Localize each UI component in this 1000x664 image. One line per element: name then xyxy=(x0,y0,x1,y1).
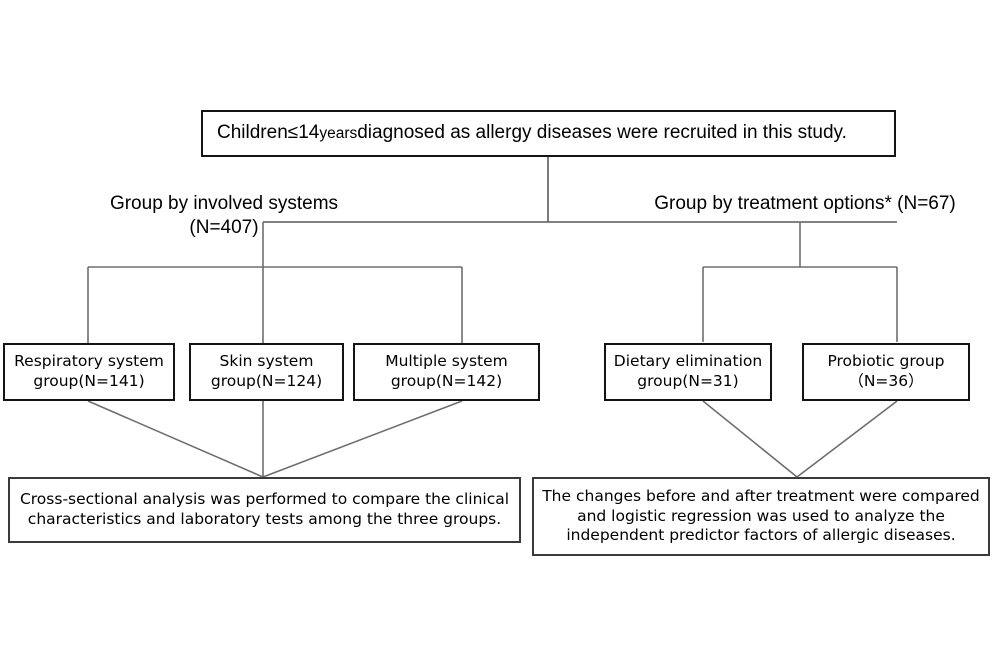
funnel-right-a xyxy=(702,400,798,478)
group-box-probiotic: Probiotic group （N=36） xyxy=(802,343,970,401)
top-box-age: ≤14 xyxy=(287,122,320,144)
group-box-dietary-elimination: Dietary elimination group(N=31) xyxy=(604,343,772,401)
top-box-years: years xyxy=(319,124,358,142)
funnel-left-c xyxy=(262,400,463,478)
funnel-right-b xyxy=(796,400,898,478)
left-branch-label: Group by involved systems (N=407) xyxy=(109,193,339,238)
group-box-respiratory: Respiratory system group(N=141) xyxy=(3,343,175,401)
outcome-box-cross-sectional: Cross-sectional analysis was performed t… xyxy=(8,477,521,543)
funnel-left-a xyxy=(87,400,264,478)
group-box-skin: Skin system group(N=124) xyxy=(189,343,344,401)
top-enrollment-box: Children ≤14 years diagnosed as allergy … xyxy=(201,110,896,157)
top-box-tail: diagnosed as allergy diseases were recru… xyxy=(357,122,847,144)
group-box-multiple: Multiple system group(N=142) xyxy=(353,343,540,401)
top-box-lead: Children xyxy=(217,122,288,144)
outcome-box-treatment-changes: The changes before and after treatment w… xyxy=(532,477,990,556)
right-branch-label: Group by treatment options* (N=67) xyxy=(654,193,956,214)
